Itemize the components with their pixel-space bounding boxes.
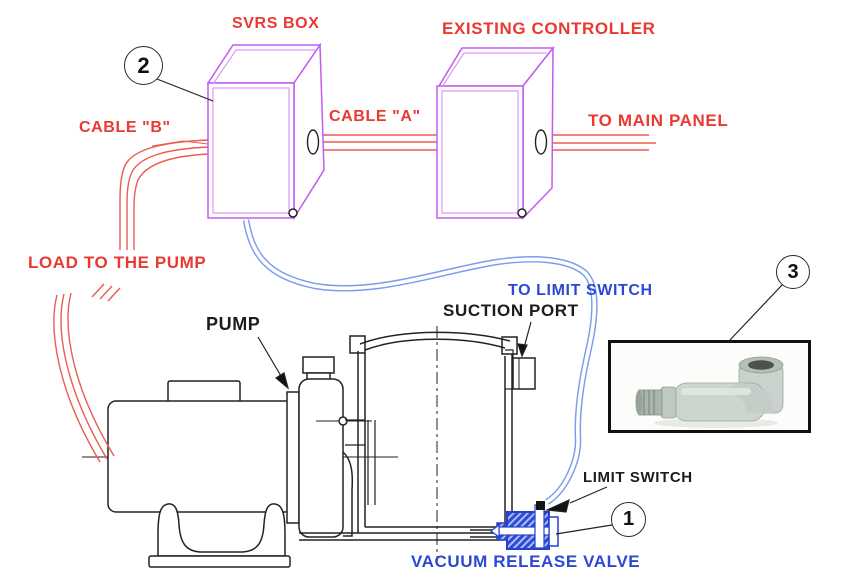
svrs-box-drawing	[206, 42, 325, 221]
label-to-limit-switch: TO LIMIT SWITCH	[508, 282, 653, 299]
annotation-arrows	[156, 78, 784, 535]
label-load-to-the-pump: LOAD TO THE PUMP	[28, 253, 207, 272]
pump-arrow	[257, 336, 282, 377]
controller-box-drawing	[436, 45, 555, 220]
label-vacuum-release-valve: VACUUM RELEASE VALVE	[411, 552, 641, 571]
label-cable-a: CABLE "A"	[329, 108, 421, 125]
callout-3-badge: 3	[776, 255, 810, 289]
cable-b-lines	[53, 139, 209, 463]
label-to-main-panel: TO MAIN PANEL	[588, 111, 729, 130]
vacuum-release-valve-drawing	[470, 501, 559, 550]
label-suction-port: SUCTION PORT	[443, 301, 579, 320]
callout-1-leader	[555, 524, 613, 535]
callout-1-number: 1	[622, 508, 635, 530]
limit-switch-arrow	[569, 486, 608, 504]
label-pump: PUMP	[206, 314, 261, 334]
callout-2-leader	[156, 78, 214, 102]
strainer-tank-drawing	[345, 326, 536, 560]
callout-2-badge: 2	[124, 46, 163, 85]
limit-switch-drawing	[536, 501, 545, 510]
cable-a-lines	[318, 134, 437, 151]
main-panel-lines	[546, 134, 656, 151]
callout-3-number: 3	[787, 260, 799, 283]
callout-1-badge: 1	[611, 502, 646, 537]
callout-2-number: 2	[137, 52, 150, 78]
label-cable-b: CABLE "B"	[79, 119, 171, 136]
callout-3-leader	[728, 283, 784, 342]
elbow-fitting-image	[635, 356, 784, 428]
label-limit-switch: LIMIT SWITCH	[583, 469, 693, 486]
pump-drawing	[107, 356, 372, 568]
label-existing-controller: EXISTING CONTROLLER	[442, 19, 656, 38]
label-svrs-box: SVRS BOX	[232, 15, 320, 32]
limit-switch-cable	[242, 219, 598, 505]
elbow-fitting-photo	[608, 340, 811, 433]
suction-port-arrow	[524, 321, 532, 345]
